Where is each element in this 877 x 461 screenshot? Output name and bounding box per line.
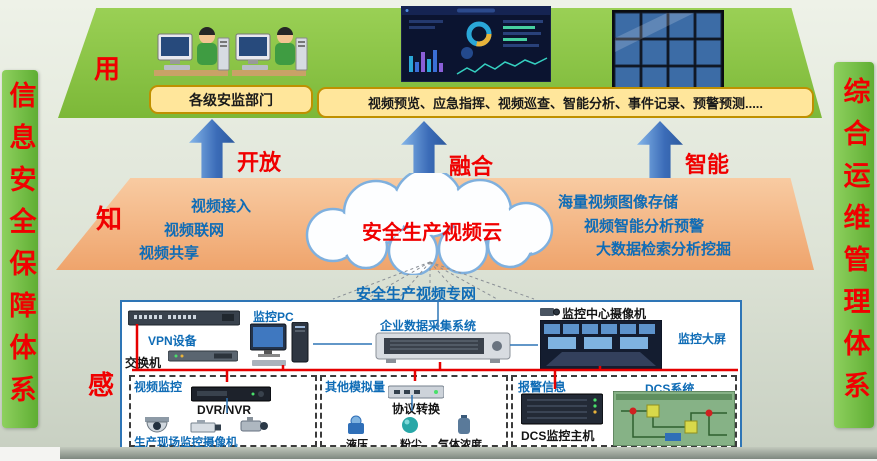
data-collect-label: 企业数据采集系统 bbox=[380, 319, 477, 333]
center-camera-label: 监控中心摄像机 bbox=[562, 307, 647, 321]
bottom-bar bbox=[60, 447, 877, 459]
know-item-video-share: 视频共享 bbox=[139, 245, 200, 262]
switch-label: 交换机 bbox=[125, 356, 162, 370]
dust-sensor-icon bbox=[400, 415, 420, 435]
sense-layer-box: VPN设备 交换机 监控PC 企业数据采集系统 bbox=[120, 300, 742, 451]
hydraulic-sensor-icon bbox=[344, 415, 368, 435]
data-collect-server-icon bbox=[374, 331, 512, 364]
know-item-video-access: 视频接入 bbox=[191, 198, 252, 215]
dept-box: 各级安监部门 bbox=[149, 85, 313, 114]
up-arrow-icon bbox=[189, 119, 235, 185]
right-banner-text: 综合运维管理体系 bbox=[839, 77, 870, 413]
know-layer-tag: 知 bbox=[96, 204, 123, 234]
know-item-ai-alert: 视频智能分析预警 bbox=[584, 218, 705, 235]
dcs-screen-image bbox=[613, 391, 735, 446]
dvr-label: DVR/NVR bbox=[197, 403, 252, 417]
arrow-label-fuse: 融合 bbox=[449, 154, 494, 179]
box-camera-icon bbox=[189, 419, 225, 435]
arrow-label-smart: 智能 bbox=[685, 152, 730, 177]
monitor-pc-label: 监控PC bbox=[253, 310, 294, 324]
arrow-label-open: 开放 bbox=[237, 150, 282, 175]
control-room-image bbox=[540, 320, 662, 369]
protocol-converter-icon bbox=[388, 385, 444, 399]
vpn-device-label: VPN设备 bbox=[148, 334, 197, 348]
use-layer-tag: 用 bbox=[94, 54, 121, 84]
dcs-host-label: DCS监控主机 bbox=[521, 429, 595, 443]
network-switch-icon bbox=[128, 310, 240, 326]
site-cameras-label: 生产现场监控摄像机 bbox=[134, 437, 238, 449]
sense-layer-tag: 感 bbox=[88, 370, 115, 400]
private-network-label: 安全生产视频专网 bbox=[356, 286, 477, 303]
up-arrow-icon bbox=[637, 121, 683, 187]
monitor-pc-icon bbox=[250, 322, 312, 369]
video-group-title: 视频监控 bbox=[134, 380, 183, 394]
big-screen-label: 监控大屏 bbox=[678, 332, 727, 346]
operator-workstation-icon bbox=[152, 14, 232, 84]
analog-group-title: 其他模拟量 bbox=[325, 380, 386, 394]
gas-sensor-icon bbox=[452, 414, 476, 435]
left-banner-text: 信息安全保障体系 bbox=[5, 81, 36, 417]
switch-device-icon bbox=[168, 350, 238, 362]
dome-camera-icon bbox=[143, 417, 171, 437]
operator-workstation-icon bbox=[230, 14, 310, 84]
functions-box: 视频预览、应急指挥、视频巡查、智能分析、事件记录、预警预测..... bbox=[317, 87, 814, 118]
protocol-converter-label: 协议转换 bbox=[392, 402, 441, 416]
dcs-server-icon bbox=[521, 393, 603, 425]
center-camera-icon bbox=[540, 306, 560, 318]
know-item-mass-storage: 海量视频图像存储 bbox=[558, 194, 679, 211]
dept-box-label: 各级安监部门 bbox=[189, 91, 273, 108]
left-banner: 信息安全保障体系 bbox=[2, 70, 38, 428]
functions-box-label: 视频预览、应急指挥、视频巡查、智能分析、事件记录、预警预测..... bbox=[367, 96, 764, 111]
analog-group-box: 其他模拟量 协议转换 液压 bbox=[320, 375, 508, 451]
know-item-bigdata-mine: 大数据检索分析挖掘 bbox=[596, 241, 732, 258]
cloud-title: 安全生产视频云 bbox=[362, 222, 502, 244]
dvr-icon bbox=[191, 386, 271, 402]
ptz-camera-icon bbox=[239, 415, 269, 437]
dcs-group-box: 报警信息 DCS系统 DCS监控主机 bbox=[511, 375, 737, 447]
know-item-video-network: 视频联网 bbox=[164, 222, 225, 239]
video-wall-image bbox=[612, 10, 724, 96]
video-group-box: 视频监控 DVR/NVR bbox=[129, 375, 317, 449]
analytics-dashboard-image bbox=[401, 6, 551, 82]
cloud-shape bbox=[278, 173, 586, 275]
right-banner: 综合运维管理体系 bbox=[834, 62, 874, 428]
